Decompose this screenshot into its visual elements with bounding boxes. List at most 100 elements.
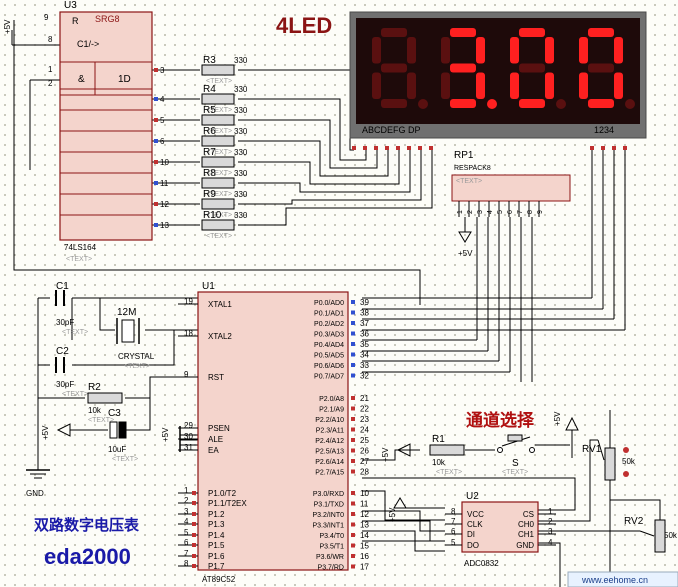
vcc-adc-label: +5V bbox=[388, 507, 397, 522]
u1-pin-num: 25 bbox=[360, 436, 369, 445]
switch-s[interactable]: S <TEXT> bbox=[497, 434, 535, 476]
u3-srg-label: SRG8 bbox=[95, 14, 120, 24]
segment-pin-label: ABCDEFG DP bbox=[362, 125, 421, 135]
c3-ref: C3 bbox=[108, 408, 121, 419]
u2-pin-name: GND bbox=[516, 541, 534, 550]
crystal-ref: 12M bbox=[117, 307, 136, 318]
u2-pin-num: 8 bbox=[451, 507, 456, 516]
digit-1-dp bbox=[418, 99, 428, 109]
digit-1-seg-d bbox=[381, 99, 407, 108]
u1-pin-name: P2.5/A13 bbox=[315, 449, 344, 456]
resistor-ref: R3 bbox=[203, 55, 216, 66]
u3-pin9: 9 bbox=[44, 13, 49, 22]
u1-pin-name: P1.6 bbox=[208, 552, 225, 561]
u1-pin-num: 33 bbox=[360, 361, 369, 370]
u2-pin-name: VCC bbox=[467, 510, 484, 519]
resistor-text: <TEXT> bbox=[206, 128, 232, 135]
ground-symbol: GND bbox=[26, 469, 50, 498]
digit-pin bbox=[601, 146, 605, 150]
resistor-text: <TEXT> bbox=[206, 233, 232, 240]
u1-pin-dot bbox=[351, 501, 355, 506]
u2-pin-num: 4 bbox=[548, 538, 553, 547]
digit-4-seg-e bbox=[579, 72, 588, 99]
digit-2-seg-c bbox=[476, 72, 485, 99]
u3-pin2: 2 bbox=[48, 79, 53, 88]
u1-pin-num: 39 bbox=[360, 298, 369, 307]
u2-pin-name: DI bbox=[467, 530, 475, 539]
vcc-arrow-c3: +5V bbox=[41, 423, 71, 440]
u1-pin-dot bbox=[351, 417, 355, 421]
u1-pin-dot bbox=[351, 543, 355, 548]
u3-output-dot bbox=[154, 97, 158, 101]
resistor-r7 bbox=[201, 156, 235, 168]
resistor-text: <TEXT> bbox=[206, 191, 232, 198]
u1-pin-name: P0.2/AD2 bbox=[314, 321, 344, 328]
u1-pin-num: 19 bbox=[184, 297, 193, 306]
resistor-ref: R8 bbox=[203, 168, 216, 179]
u1-pin-name: P2.0/A8 bbox=[319, 396, 344, 403]
rp1-pin-num: 2 bbox=[467, 210, 474, 214]
u3-output-dot bbox=[154, 139, 158, 143]
c2-value: 30pF bbox=[56, 380, 74, 389]
u1-pin-num: 15 bbox=[360, 542, 369, 551]
u1-pin-name: P0.4/AD4 bbox=[314, 342, 344, 349]
segment-pin bbox=[363, 146, 367, 150]
c3-value: 10uF bbox=[108, 445, 126, 454]
u1-pin-name: RST bbox=[208, 373, 224, 382]
u1-pin-num: 10 bbox=[360, 489, 369, 498]
resistor-r2: R2 10k <TEXT> bbox=[87, 382, 123, 424]
u2-pin-num: 2 bbox=[548, 517, 553, 526]
u1-pin-name: P0.3/AD3 bbox=[314, 332, 344, 339]
u1-pin-name: P2.3/A11 bbox=[316, 428, 344, 435]
resistor-r9 bbox=[201, 198, 235, 210]
u3-output-pin: 10 bbox=[160, 158, 169, 167]
digit-1-seg-g bbox=[381, 63, 407, 73]
seven-segment-display: ABCDEFG DP 1234 bbox=[349, 11, 647, 150]
vcc-ea-label: +5V bbox=[161, 427, 170, 442]
u1-pin-dot bbox=[351, 300, 355, 304]
u1-pin-num: 14 bbox=[360, 531, 369, 540]
u1-pin-dot bbox=[351, 512, 355, 516]
u3-output-dot bbox=[154, 118, 158, 122]
digit-2-seg-d bbox=[450, 99, 476, 108]
c1-ref: C1 bbox=[56, 281, 69, 292]
u1-pin-num: 18 bbox=[184, 329, 193, 338]
resistor-r6 bbox=[201, 135, 235, 147]
segment-pin bbox=[396, 146, 400, 150]
u1-pin-name: P0.6/AD6 bbox=[314, 363, 344, 370]
display-title: 4LED bbox=[276, 13, 332, 38]
digit-4-seg-c bbox=[614, 72, 623, 99]
u1-pin-dot bbox=[192, 522, 196, 526]
r1-value: 10k bbox=[432, 458, 446, 467]
rp1-pin-num: 5 bbox=[497, 210, 504, 214]
u1-pin-num: 24 bbox=[360, 426, 369, 435]
u3-output-dot bbox=[154, 202, 158, 206]
u1-pin-name: P3.0/RXD bbox=[313, 491, 344, 498]
u1-pin-num: 9 bbox=[184, 370, 189, 379]
u1-pin-dot bbox=[351, 564, 355, 569]
u1-pin-name: P1.5 bbox=[208, 541, 225, 550]
digit-pin-label: 1234 bbox=[594, 125, 614, 135]
u1-pin-name: P3.5/T1 bbox=[319, 544, 344, 551]
u3-output-pin: 5 bbox=[160, 116, 165, 125]
u1-pin-name: P3.1/TXD bbox=[314, 502, 344, 509]
resistor-ref: R9 bbox=[203, 189, 216, 200]
vcc-arrow-switch: +5V bbox=[553, 411, 579, 431]
segment-pin bbox=[418, 146, 422, 150]
u3-output-pin: 11 bbox=[160, 179, 169, 188]
digit-2-seg-f bbox=[441, 37, 450, 64]
u1-pin-name: P1.0/T2 bbox=[208, 489, 237, 498]
u3-output-pin: 4 bbox=[160, 95, 165, 104]
u2-pin-name: CS bbox=[523, 510, 534, 519]
digit-1-seg-c bbox=[407, 72, 416, 99]
shift-register-u3: U3 SRG8 R C1/-> & 1D 9 8 1 2 74LS164 <TE… bbox=[44, 0, 169, 263]
u3-part: 74LS164 bbox=[64, 243, 97, 252]
u1-pin-num: 8 bbox=[184, 559, 189, 568]
u3-output-dot bbox=[154, 223, 158, 227]
u1-pin-num: 2 bbox=[184, 496, 189, 505]
u3-output-dot bbox=[154, 160, 158, 164]
u1-pin-dot bbox=[351, 427, 355, 432]
resistor-ref: R6 bbox=[203, 126, 216, 137]
u1-pin-dot bbox=[192, 491, 196, 495]
